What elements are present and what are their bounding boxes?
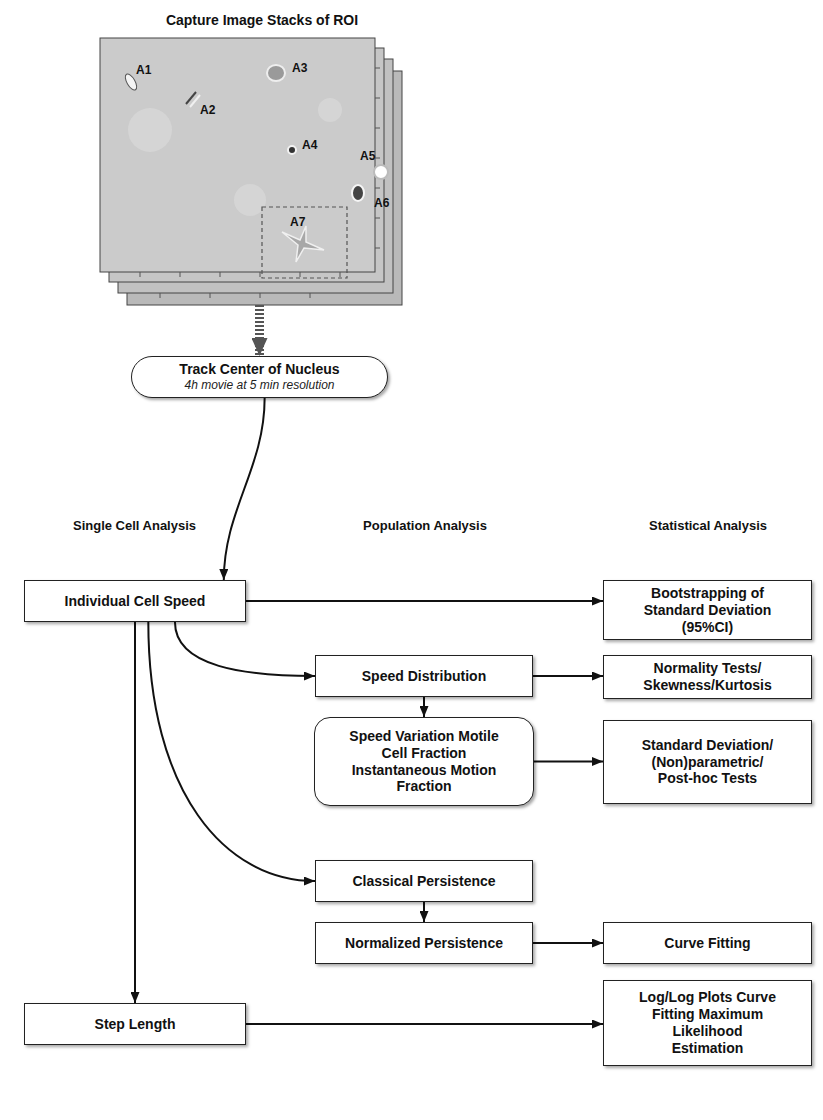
flow-arrow <box>224 398 265 580</box>
statistics-box: Standard Deviation/ (Non)parametric/ Pos… <box>603 720 812 804</box>
flow-arrow <box>533 675 603 677</box>
process-box: Individual Cell Speed <box>24 580 246 622</box>
callout-label: A1 <box>136 64 151 76</box>
flow-arrow <box>423 902 425 922</box>
callout-label: A6 <box>374 197 389 209</box>
statistics-box: Curve Fitting <box>603 922 812 964</box>
process-box: Classical Persistence <box>315 860 533 902</box>
callout-label: A2 <box>200 104 215 116</box>
flow-arrow <box>246 1023 603 1025</box>
node-label: Standard Deviation/ (Non)parametric/ Pos… <box>633 737 783 787</box>
statistics-box: Bootstrapping of Standard Deviation (95%… <box>603 580 812 640</box>
node-label: Classical Persistence <box>352 873 495 890</box>
flow-arrow <box>246 600 603 602</box>
node-label: Track Center of Nucleus <box>179 361 339 378</box>
rounded-box: Speed Variation Motile Cell Fraction Ins… <box>314 717 534 806</box>
hatched-arrow <box>255 305 264 356</box>
flow-arrow <box>134 622 136 1003</box>
process-box: Step Length <box>24 1003 246 1045</box>
column-band: Single Cell AnalysisIndividual Cell Spee… <box>12 505 257 1120</box>
statistics-box: Normality Tests/ Skewness/Kurtosis <box>603 655 812 699</box>
image-stack-illustration <box>0 0 823 320</box>
node-label: Speed Distribution <box>362 668 486 685</box>
node-label: Normalized Persistence <box>345 935 503 952</box>
node-label: Single Cell Analysis <box>12 505 257 534</box>
band-fill <box>302 505 548 1120</box>
callout-label: A4 <box>302 139 317 151</box>
node-label: Normality Tests/ Skewness/Kurtosis <box>633 660 783 694</box>
process-box: Normalized Persistence <box>315 922 533 964</box>
node-label: Statistical Analysis <box>593 505 823 534</box>
callout-label: A5 <box>360 150 375 162</box>
column-band: Statistical AnalysisBootstrapping of Sta… <box>593 505 823 1120</box>
node-sublabel: 4h movie at 5 min resolution <box>184 378 334 392</box>
callout-label: A7 <box>290 216 305 228</box>
node-label: Population Analysis <box>302 505 548 534</box>
flow-arrow <box>533 942 603 944</box>
node-label: Individual Cell Speed <box>65 593 206 610</box>
callout-label: A3 <box>292 62 307 74</box>
statistics-box: Log/Log Plots Curve Fitting Maximum Like… <box>603 980 812 1066</box>
node-label: Log/Log Plots Curve Fitting Maximum Like… <box>638 989 778 1056</box>
node-label: Curve Fitting <box>664 935 750 952</box>
flow-arrow <box>534 761 603 763</box>
node-label: Bootstrapping of Standard Deviation (95%… <box>633 585 783 635</box>
node-label: Step Length <box>95 1016 176 1033</box>
node-label: Speed Variation Motile Cell Fraction Ins… <box>349 728 499 795</box>
process-pill: Track Center of Nucleus4h movie at 5 min… <box>131 356 388 398</box>
column-band: Population AnalysisSpeed DistributionSpe… <box>302 505 548 1120</box>
flow-arrow <box>175 622 315 676</box>
flow-arrow <box>148 622 315 881</box>
flow-arrow <box>423 697 425 717</box>
node-label: Capture Image Stacks of ROI <box>98 4 408 29</box>
process-box: Speed Distribution <box>315 655 533 697</box>
